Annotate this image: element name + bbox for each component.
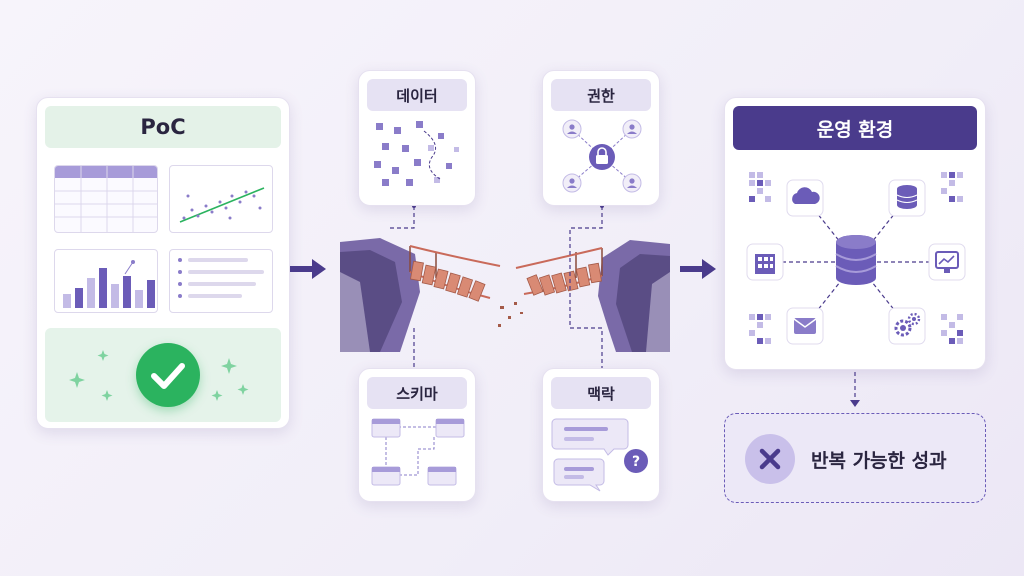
auth-card: 권한: [542, 70, 660, 206]
poc-card: PoC: [36, 97, 290, 429]
arrow-right-icon: [680, 259, 716, 279]
scattered-data-icon: [374, 121, 459, 186]
list-widget: [169, 249, 273, 313]
ops-header: 운영 환경: [733, 106, 977, 150]
ops-network-diagram: [746, 172, 966, 345]
schema-label: 스키마: [367, 377, 467, 409]
scatter-plot-icon: [179, 187, 265, 223]
bar-widget: [54, 249, 158, 313]
list-icon: [178, 258, 264, 298]
arrow-down-icon: [850, 372, 860, 407]
context-label: 맥락: [551, 377, 651, 409]
permission-network-icon: [562, 119, 642, 193]
x-icon: [745, 434, 795, 484]
ops-card: 운영 환경: [724, 97, 986, 370]
result-label: 반복 가능한 성과: [811, 450, 947, 472]
auth-label: 권한: [551, 79, 651, 111]
schema-card: 스키마: [358, 368, 476, 502]
schema-diagram-icon: [371, 418, 465, 486]
poc-title: PoC: [140, 115, 186, 139]
result-box: 반복 가능한 성과: [724, 413, 986, 503]
table-grid: [55, 166, 157, 232]
data-card: 데이터: [358, 70, 476, 206]
sparkle-icons: [69, 350, 249, 401]
table-widget: [54, 165, 158, 233]
bar-chart-icon: [63, 260, 155, 308]
chat-question-icon: ?: [551, 418, 648, 492]
data-label: 데이터: [367, 79, 467, 111]
svg-text:?: ?: [632, 454, 640, 470]
scatter-widget: [169, 165, 273, 233]
success-panel: [45, 328, 281, 422]
context-card: 맥락 ?: [542, 368, 660, 502]
poc-header: PoC: [45, 106, 281, 148]
ops-title: 운영 환경: [816, 118, 894, 141]
arrow-right-icon: [290, 259, 326, 279]
check-icon: [136, 343, 200, 407]
broken-bridge-illustration: [340, 238, 670, 352]
